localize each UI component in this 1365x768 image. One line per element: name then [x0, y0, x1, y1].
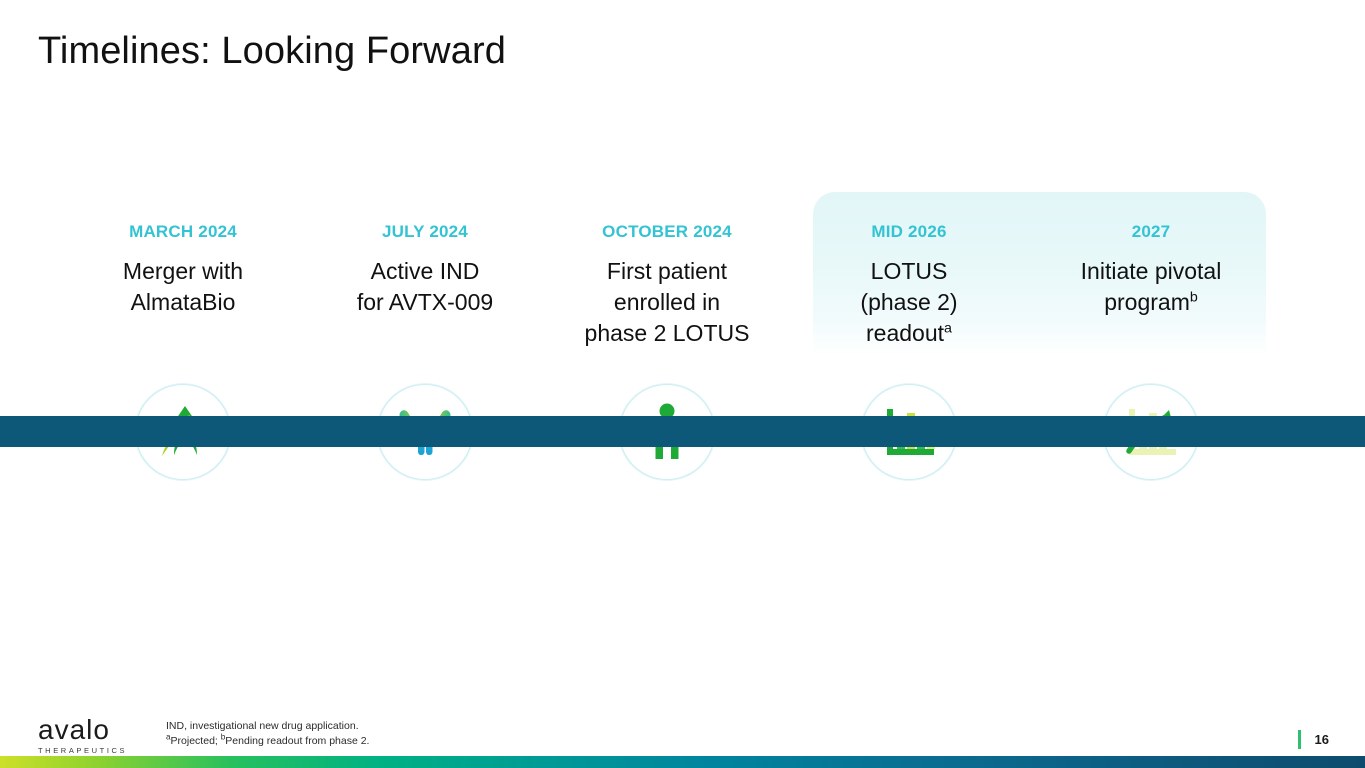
footnote-marker-a: a [166, 732, 171, 742]
milestone-description: Merger with AlmataBio [62, 256, 304, 318]
milestone-description: Active IND for AVTX-009 [304, 256, 546, 318]
timeline-bar [0, 416, 1365, 447]
footnote-text-b: Pending readout from phase 2. [225, 734, 370, 747]
milestone-july-2024[interactable]: JULY 2024 Active IND for AVTX-009 [304, 222, 546, 318]
company-logo: avalo THERAPEUTICS [38, 716, 138, 755]
milestone-description: LOTUS (phase 2) readouta [788, 256, 1030, 348]
milestone-description-text: Merger with AlmataBio [122, 258, 244, 315]
milestone-description-text: LOTUS (phase 2) readout [860, 258, 958, 346]
milestone-description-text: First patient enrolled in phase 2 LOTUS [584, 258, 750, 346]
milestone-date-label: MID 2026 [871, 222, 947, 241]
footnote-abbreviation: IND, investigational new drug applicatio… [166, 720, 359, 732]
logo-wordmark: avalo [38, 714, 110, 745]
milestone-date-label: JULY 2024 [382, 222, 468, 241]
milestone-footnote-marker: b [1189, 289, 1198, 306]
page-number: 16 [1314, 732, 1329, 747]
milestone-footnote-marker: a [944, 319, 952, 336]
bottom-gradient-bar [0, 756, 1365, 768]
milestone-march-2024[interactable]: MARCH 2024 Merger with AlmataBio [62, 222, 304, 318]
milestone-date-label: MARCH 2024 [129, 222, 237, 241]
page-number-container: 16 [1297, 730, 1329, 749]
logo-subtitle: THERAPEUTICS [38, 746, 128, 755]
milestone-october-2024[interactable]: OCTOBER 2024 First patient enrolled in p… [546, 222, 788, 348]
milestone-2027[interactable]: 2027 Initiate pivotal programb [1030, 222, 1272, 318]
milestone-mid-2026[interactable]: MID 2026 LOTUS (phase 2) readouta [788, 222, 1030, 348]
milestone-date-label: OCTOBER 2024 [602, 222, 732, 241]
footnotes: IND, investigational new drug applicatio… [166, 719, 369, 749]
page-tick-divider [1297, 730, 1301, 749]
milestone-description: Initiate pivotal programb [1030, 256, 1272, 318]
milestone-description-text: Active IND for AVTX-009 [356, 258, 494, 315]
milestone-description-text: Initiate pivotal program [1080, 258, 1222, 315]
footnote-text-a: Projected; [170, 734, 221, 747]
milestone-description: First patient enrolled in phase 2 LOTUS [546, 256, 788, 348]
footnote-markers-line: aProjected; bPending readout from phase … [166, 732, 370, 749]
footnote-marker-b: b [220, 732, 226, 742]
future-milestones-highlight-panel [813, 192, 1266, 357]
page-title: Timelines: Looking Forward [38, 30, 506, 72]
milestone-date-label: 2027 [1131, 222, 1171, 241]
